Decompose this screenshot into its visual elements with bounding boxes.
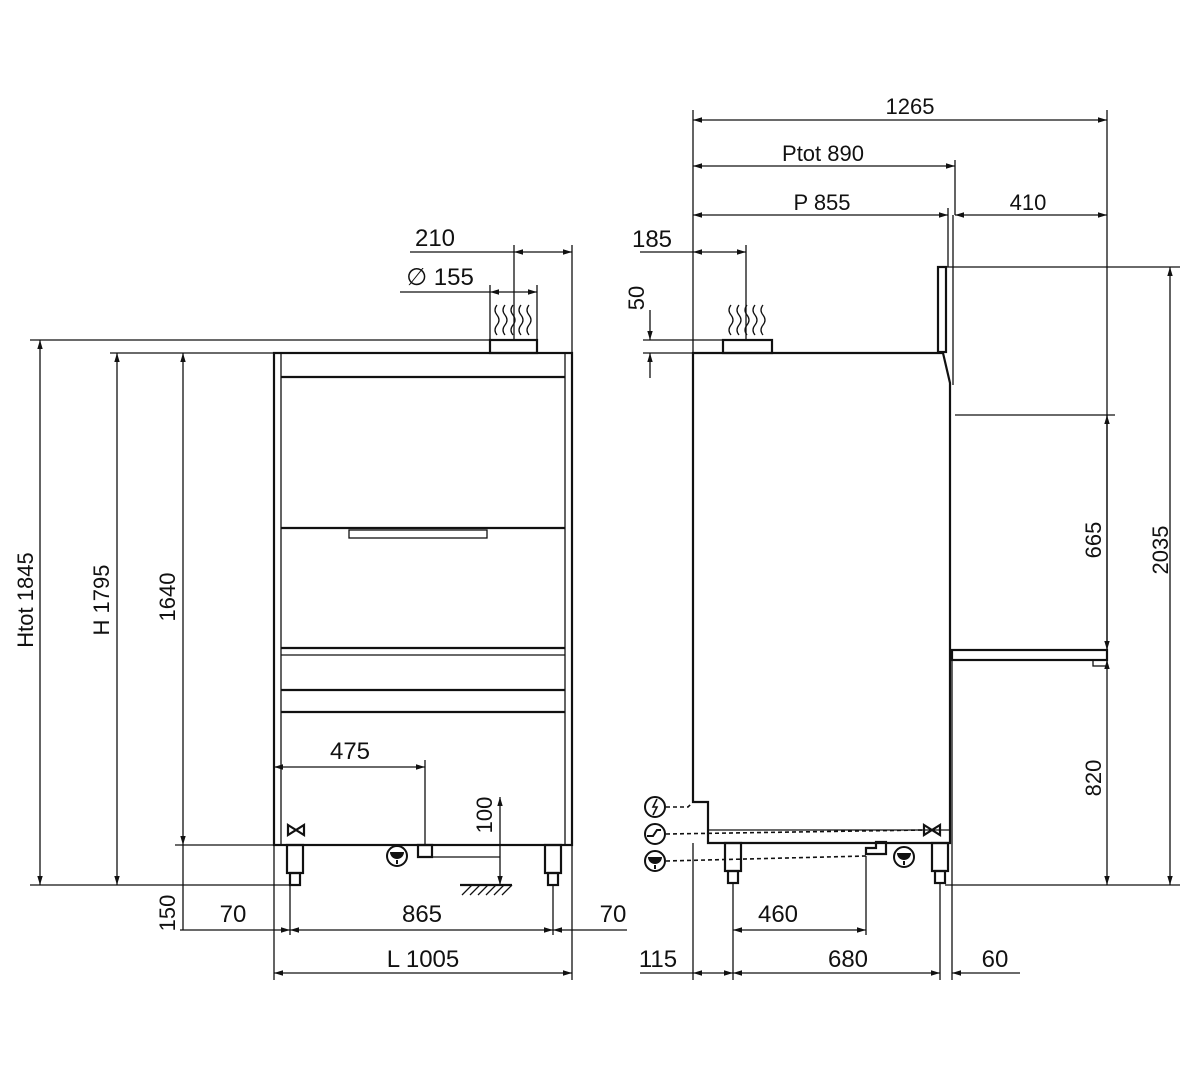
valve-icon <box>286 823 306 837</box>
leg-front <box>723 841 743 885</box>
drain-icon <box>644 850 666 872</box>
leg-back <box>930 841 950 885</box>
dim-1265: 1265 <box>886 94 935 119</box>
dim-410: 410 <box>1010 190 1047 215</box>
drain-elbow <box>416 843 434 859</box>
dim-865: 865 <box>402 901 442 928</box>
dim-1640: 1640 <box>155 573 180 622</box>
dim-115: 115 <box>639 946 677 973</box>
side-view: 1265 Ptot 890 P 855 410 185 50 2035 665 … <box>624 94 1180 980</box>
dim-h: H 1795 <box>89 565 114 636</box>
dim-70-left: 70 <box>220 901 247 928</box>
dim-475: 475 <box>330 738 370 765</box>
dim-p: P 855 <box>793 190 850 215</box>
drain-icon <box>893 846 915 868</box>
front-body <box>272 351 574 847</box>
dim-185: 185 <box>632 226 672 253</box>
front-view: Htot 1845 H 1795 1640 150 70 865 70 L 10… <box>13 225 627 980</box>
table-shelf <box>950 648 1109 662</box>
drain-elbow <box>864 840 888 856</box>
steam-icon <box>728 304 766 336</box>
dim-ptot: Ptot 890 <box>782 141 864 166</box>
vent-outlet-side <box>721 338 774 355</box>
dim-210: 210 <box>415 225 455 252</box>
back-panel <box>936 265 948 354</box>
dim-2035: 2035 <box>1148 526 1173 575</box>
valve-icon <box>922 823 942 837</box>
door-handle <box>348 529 488 539</box>
ground-hatch-icon <box>460 883 513 896</box>
side-body <box>691 351 952 845</box>
drain-icon <box>386 845 408 867</box>
dim-820: 820 <box>1081 760 1106 797</box>
steam-icon <box>494 304 532 336</box>
water-inlet-icon <box>644 823 666 845</box>
leg-left <box>285 843 305 887</box>
dim-diameter-155: ∅ 155 <box>406 264 474 291</box>
dim-680: 680 <box>828 946 868 973</box>
dim-50: 50 <box>624 286 649 310</box>
dim-460: 460 <box>758 901 798 928</box>
dim-60: 60 <box>982 946 1009 973</box>
dim-100: 100 <box>472 797 497 834</box>
dim-l: L 1005 <box>387 946 460 973</box>
dim-665: 665 <box>1081 522 1106 559</box>
dim-150: 150 <box>155 895 180 932</box>
leg-right <box>543 843 563 887</box>
electric-supply-icon <box>644 796 666 818</box>
vent-outlet <box>488 338 539 355</box>
dim-70-right: 70 <box>600 901 627 928</box>
dim-htot: Htot 1845 <box>13 552 38 647</box>
